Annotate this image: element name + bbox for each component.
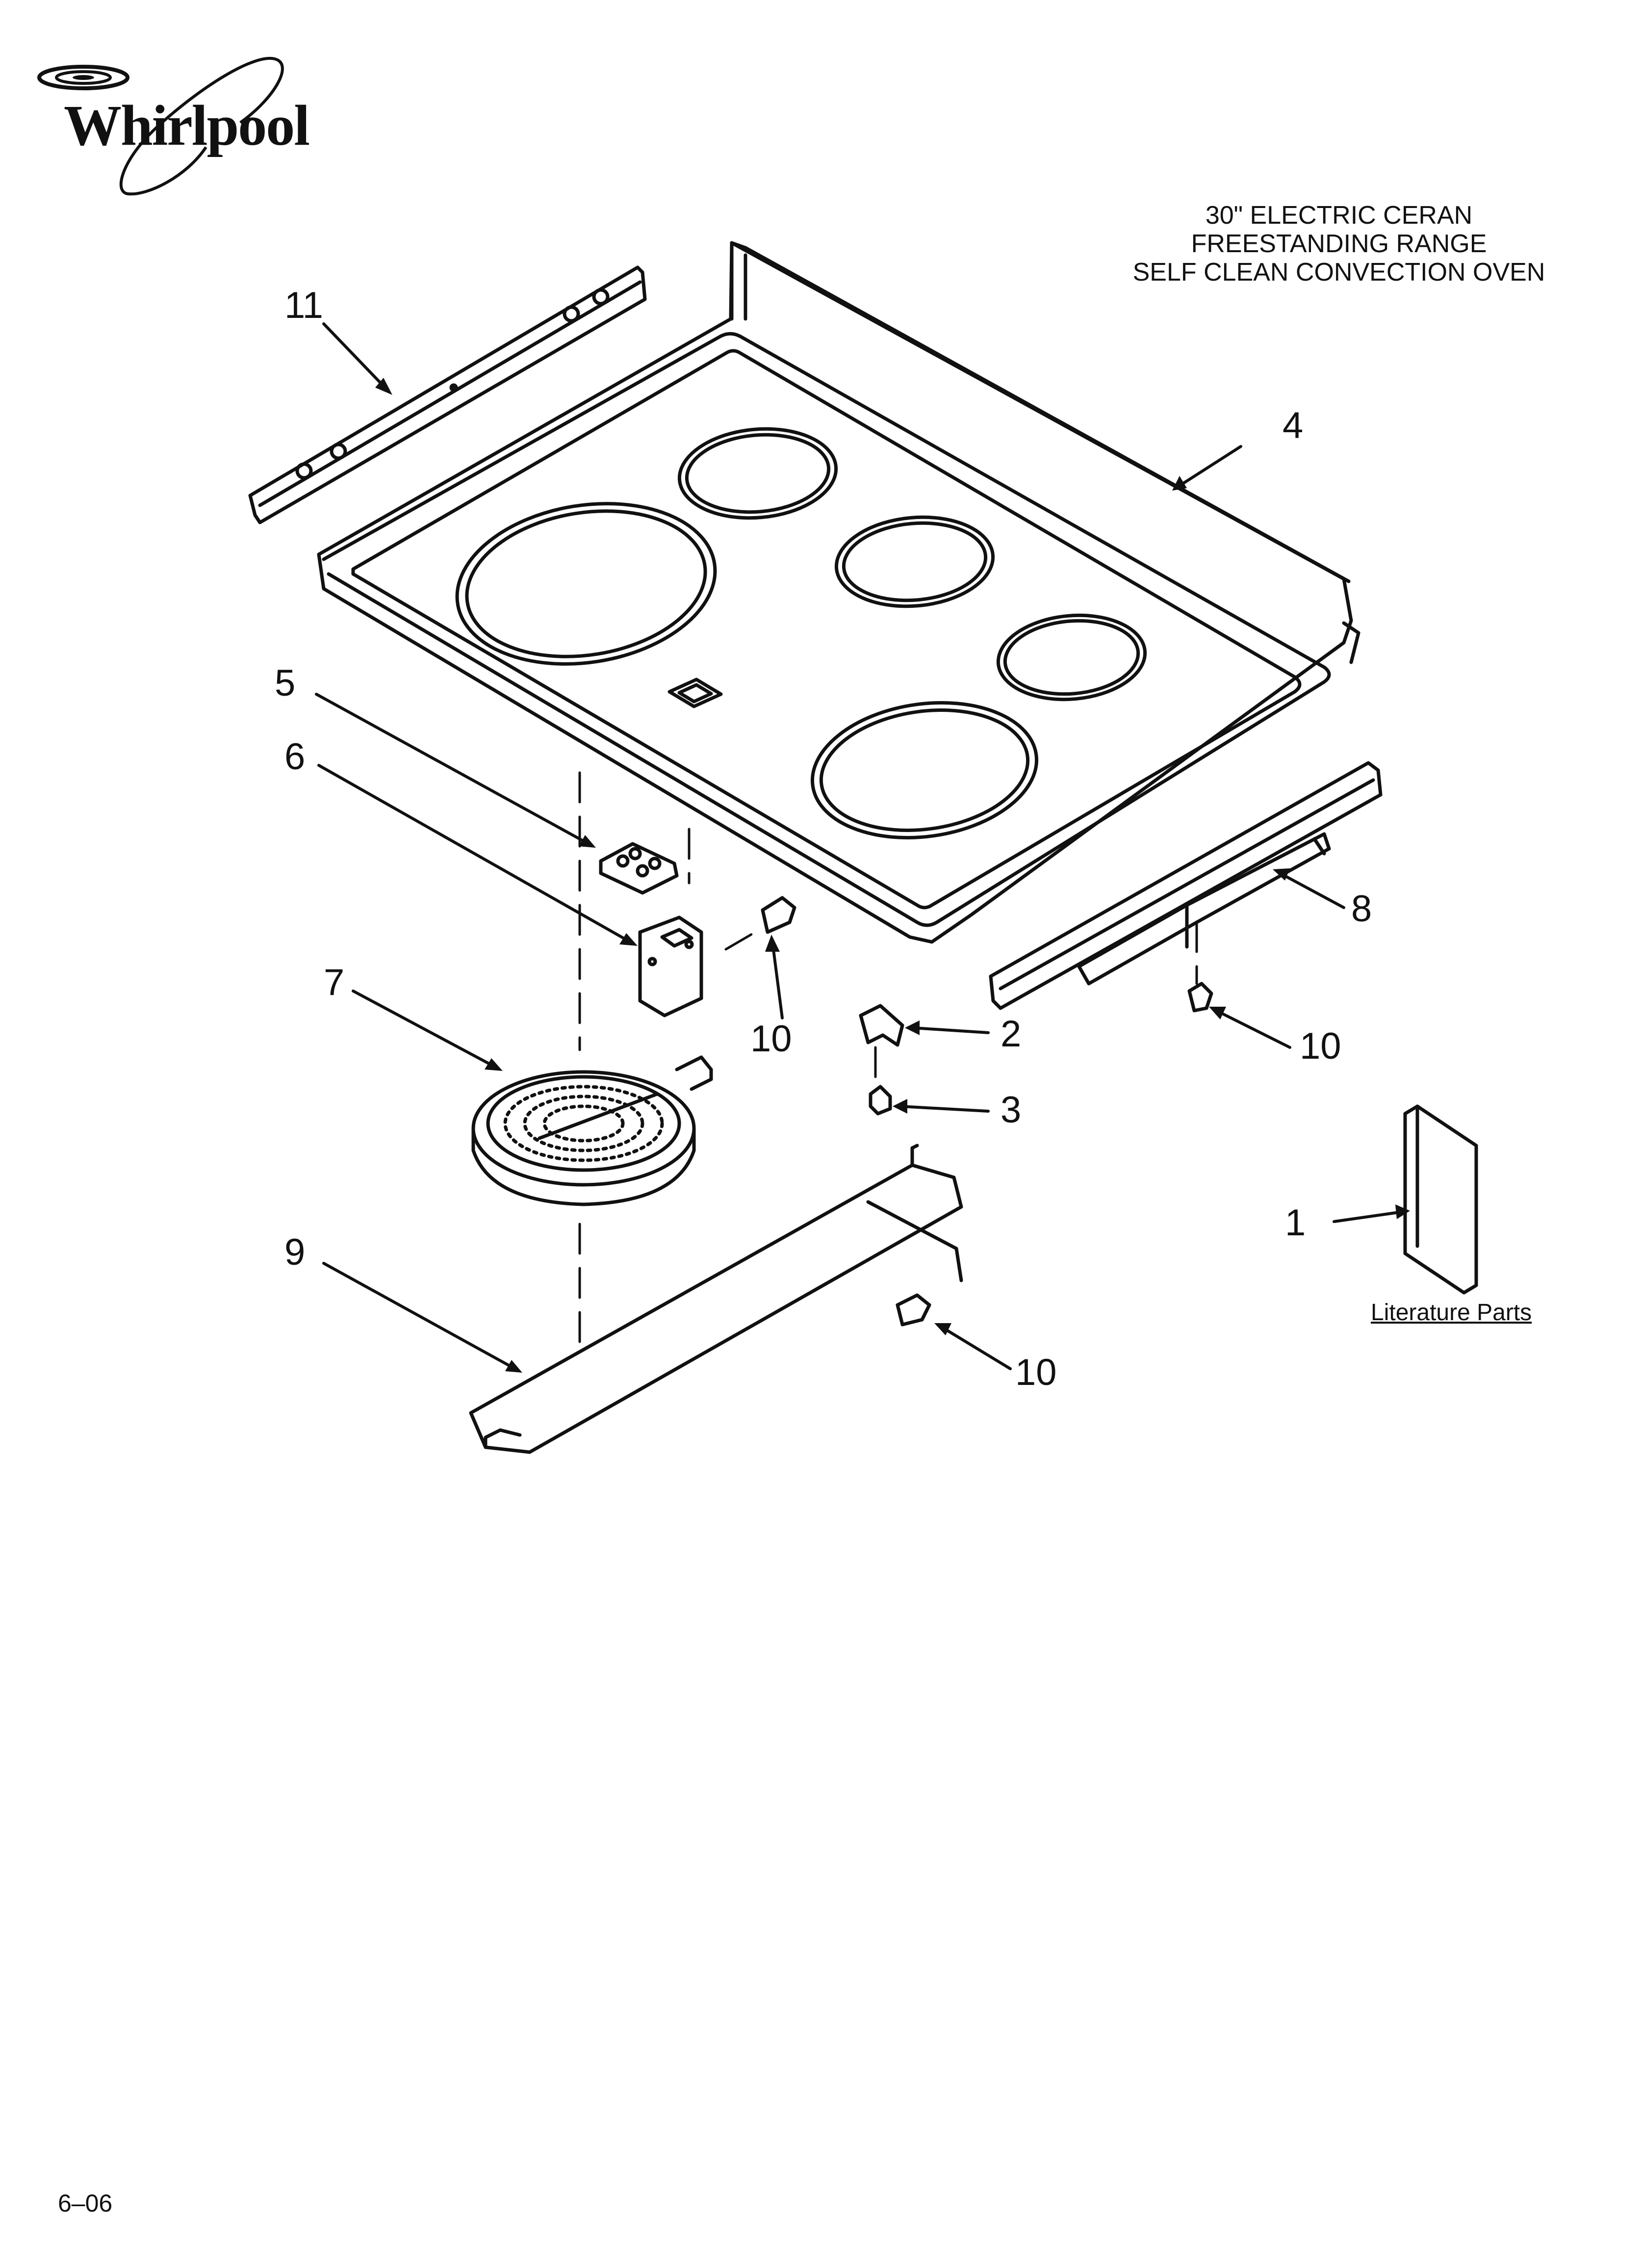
rear-bracket-part-11 — [248, 265, 647, 524]
callout-10-b: 10 — [1300, 1025, 1341, 1067]
literature-parts-label: Literature Parts — [1371, 1300, 1532, 1326]
callout-10-a: 10 — [750, 1018, 792, 1060]
callout-6: 6 — [284, 736, 306, 778]
assembly-guide-lines — [578, 771, 1198, 1356]
radiant-element-part-7 — [471, 1055, 713, 1206]
diagram-title: 30" ELECTRIC CERAN FREESTANDING RANGE SE… — [1094, 201, 1584, 287]
cooktop-part-4 — [317, 241, 1360, 944]
leader-arrowheads — [375, 378, 1410, 1373]
callout-10-c: 10 — [1015, 1352, 1057, 1393]
callout-1: 1 — [1285, 1202, 1306, 1244]
callout-5: 5 — [275, 662, 296, 704]
screw-part-10-b — [1187, 982, 1213, 1013]
screw-part-10-c — [896, 1293, 931, 1327]
literature-part-1 — [1403, 1104, 1478, 1295]
callout-4: 4 — [1283, 405, 1304, 446]
screw-part-3 — [869, 1085, 892, 1116]
callout-8: 8 — [1351, 888, 1372, 930]
terminal-block-part-5 — [599, 842, 679, 895]
callout-11: 11 — [284, 285, 323, 326]
logo-wordmark: Whirlpool — [64, 93, 310, 157]
title-line-2: FREESTANDING RANGE — [1191, 230, 1487, 258]
bracket-plate-part-6 — [638, 915, 703, 1017]
callout-2: 2 — [1001, 1013, 1022, 1055]
title-line-1: 30" ELECTRIC CERAN — [1205, 201, 1473, 230]
side-bracket-part-8 — [989, 761, 1383, 1010]
callout-3: 3 — [1001, 1089, 1022, 1131]
callout-9: 9 — [284, 1231, 306, 1273]
leader-lines — [315, 322, 1404, 1370]
lower-bracket-part-9 — [469, 1144, 963, 1454]
screw-part-10-a — [761, 896, 796, 934]
title-line-3: SELF CLEAN CONVECTION OVEN — [1132, 258, 1545, 287]
footer-date-code: 6–06 — [58, 2190, 113, 2217]
callout-7: 7 — [324, 962, 345, 1003]
clip-part-2 — [859, 1004, 904, 1047]
